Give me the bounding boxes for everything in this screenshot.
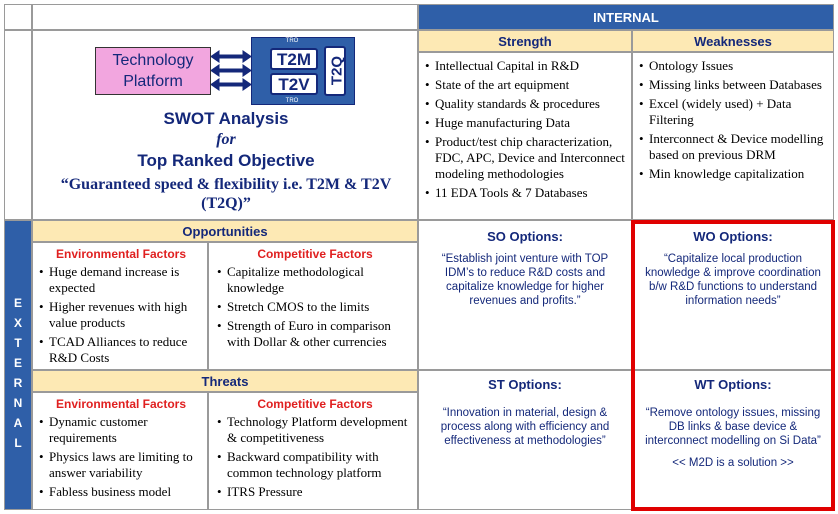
st-options-cell: ST Options: “Innovation in material, des…: [418, 370, 632, 510]
threat-env-item: Dynamic customer requirements: [39, 414, 203, 446]
weakness-item: Interconnect & Device modelling based on…: [639, 131, 827, 163]
technology-platform-box: Technology Platform: [95, 47, 211, 95]
wo-options-text: “Capitalize local production knowledge &…: [645, 253, 821, 307]
threats-env-list: Dynamic customer requirements Physics la…: [39, 414, 203, 500]
wt-options-cell: WT Options: “Remove ontology issues, mis…: [632, 370, 834, 510]
external-letter: T: [14, 336, 22, 350]
opportunities-env-list: Huge demand increase is expected Higher …: [39, 264, 203, 366]
opportunity-env-item: Higher revenues with high value products: [39, 299, 203, 331]
wo-options-title: WO Options:: [693, 229, 773, 244]
opportunity-comp-item: Strength of Euro in comparison with Doll…: [217, 318, 413, 350]
wt-options-title: WT Options:: [694, 377, 772, 392]
t2q-box: T2Q: [324, 46, 346, 96]
opportunities-comp-cell: Competitive Factors Capitalize methodolo…: [208, 242, 418, 370]
opportunity-env-item: TCAD Alliances to reduce R&D Costs: [39, 334, 203, 366]
strength-cell: Intellectual Capital in R&D State of the…: [418, 52, 632, 220]
wt-options-note: << M2D is a solution >>: [672, 457, 794, 469]
threats-comp-header: Competitive Factors: [257, 397, 373, 411]
internal-header: INTERNAL: [418, 4, 834, 30]
external-letter: L: [14, 436, 22, 450]
threat-comp-item: Technology Platform development & compet…: [217, 414, 413, 446]
weaknesses-header: Weaknesses: [632, 30, 834, 52]
threats-comp-cell: Competitive Factors Technology Platform …: [208, 392, 418, 510]
strength-item: Product/test chip characterization, FDC,…: [425, 134, 625, 182]
threat-comp-item: Backward compatibility with common techn…: [217, 449, 413, 481]
st-options-title: ST Options:: [488, 377, 562, 392]
threats-comp-list: Technology Platform development & compet…: [217, 414, 413, 500]
strength-item: State of the art equipment: [425, 77, 625, 93]
st-options-text: “Innovation in material, design & proces…: [440, 407, 610, 447]
external-letter: N: [13, 396, 23, 410]
weaknesses-list: Ontology Issues Missing links between Da…: [639, 58, 827, 182]
strength-item: Huge manufacturing Data: [425, 115, 625, 131]
wo-options-cell: WO Options: “Capitalize local production…: [632, 220, 834, 370]
t2v-box: T2V: [270, 73, 318, 95]
t2m-box: T2M: [270, 48, 318, 70]
tro-label-bottom: TRO: [285, 98, 299, 104]
swot-title-for: for: [216, 131, 236, 148]
external-letter: X: [13, 316, 22, 330]
strength-item: 11 EDA Tools & 7 Databases: [425, 185, 625, 201]
opportunity-comp-item: Capitalize methodological knowledge: [217, 264, 413, 296]
swot-title-objective: Top Ranked Objective: [137, 151, 315, 170]
threat-env-item: Fabless business model: [39, 484, 203, 500]
swot-title-quote: “Guaranteed speed & flexibility i.e. T2M…: [60, 176, 392, 212]
platform-label-line1: Technology: [112, 52, 194, 69]
external-sidebar: E X T E R N A L: [4, 220, 32, 510]
opportunities-header: Opportunities: [32, 220, 418, 242]
external-letter: E: [13, 296, 22, 310]
double-arrows-icon: [211, 50, 251, 91]
corner-cell-left: [4, 30, 32, 220]
swot-title: SWOT Analysis: [163, 109, 289, 128]
weakness-item: Min knowledge capitalization: [639, 166, 827, 182]
strength-item: Intellectual Capital in R&D: [425, 58, 625, 74]
so-options-cell: SO Options: “Establish joint venture wit…: [418, 220, 632, 370]
threats-env-cell: Environmental Factors Dynamic customer r…: [32, 392, 208, 510]
so-options-title: SO Options:: [487, 229, 563, 244]
strength-item: Quality standards & procedures: [425, 96, 625, 112]
t2q-logo: TRO TRO T2M T2V T2Q: [251, 37, 355, 105]
platform-label-line2: Platform: [123, 73, 183, 90]
external-letter: E: [13, 356, 22, 370]
strength-list: Intellectual Capital in R&D State of the…: [425, 58, 625, 201]
external-letter: A: [13, 416, 23, 430]
weaknesses-cell: Ontology Issues Missing links between Da…: [632, 52, 834, 220]
t2q-label: T2Q: [328, 55, 346, 86]
strength-header: Strength: [418, 30, 632, 52]
weakness-item: Ontology Issues: [639, 58, 827, 74]
so-options-text: “Establish joint venture with TOP IDM’s …: [441, 253, 609, 307]
opportunities-comp-list: Capitalize methodological knowledge Stre…: [217, 264, 413, 350]
tro-label-top: TRO: [285, 38, 299, 44]
threats-header: Threats: [32, 370, 418, 392]
weakness-item: Excel (widely used) + Data Filtering: [639, 96, 827, 128]
wt-options-text: “Remove ontology issues, missing DB link…: [645, 407, 821, 447]
opportunities-env-header: Environmental Factors: [55, 247, 187, 261]
threat-env-item: Physics laws are limiting to answer vari…: [39, 449, 203, 481]
title-panel: Technology Platform TRO TRO T2M T2V T2Q …: [32, 30, 418, 220]
opportunity-env-item: Huge demand increase is expected: [39, 264, 203, 296]
corner-cell-top: [4, 4, 32, 30]
opportunities-comp-header: Competitive Factors: [257, 247, 373, 261]
opportunities-env-cell: Environmental Factors Huge demand increa…: [32, 242, 208, 370]
threats-env-header: Environmental Factors: [55, 397, 187, 411]
title-top-cell: [32, 4, 418, 30]
external-letter: R: [13, 376, 23, 390]
opportunity-comp-item: Stretch CMOS to the limits: [217, 299, 413, 315]
threat-comp-item: ITRS Pressure: [217, 484, 413, 500]
weakness-item: Missing links between Databases: [639, 77, 827, 93]
